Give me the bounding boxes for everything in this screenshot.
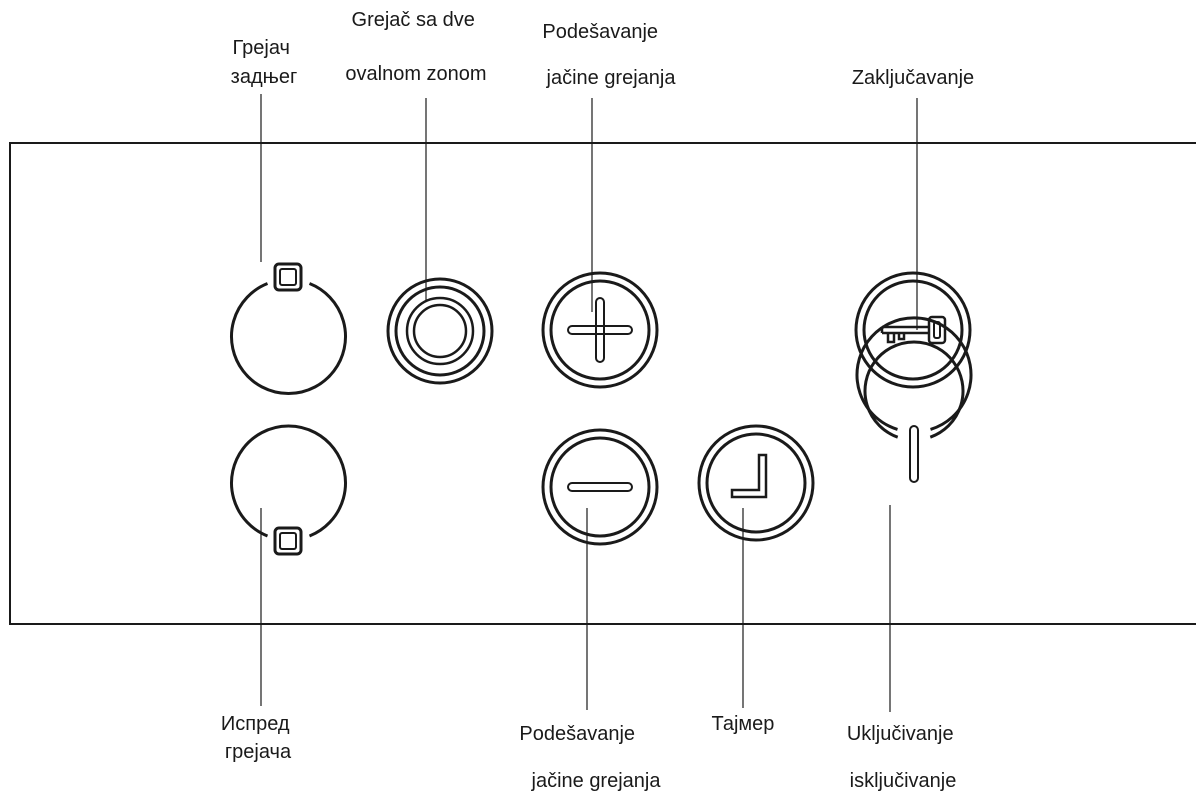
label-dual-zone-line1: Grejač sa dve bbox=[352, 9, 475, 31]
dual-zone-inner-ring-a bbox=[405, 296, 475, 366]
minus-bar bbox=[567, 482, 633, 492]
key-bow bbox=[927, 315, 947, 345]
rear-heater-square-outer bbox=[273, 262, 303, 292]
rear-heater-icon bbox=[230, 262, 347, 395]
label-front-heater: Испред грејача bbox=[221, 713, 295, 763]
timer-ring-inner bbox=[705, 432, 807, 534]
increase-button[interactable] bbox=[541, 271, 659, 389]
label-lock-line1: Zaključavanje bbox=[852, 67, 974, 89]
label-front-heater-line2: грејача bbox=[225, 741, 292, 763]
power-bar bbox=[909, 425, 919, 483]
panel-outline bbox=[9, 142, 1196, 625]
dual-zone-mid-ring bbox=[394, 285, 486, 377]
label-lock: Zaključavanje bbox=[852, 67, 974, 89]
label-power-line2: isključivanje bbox=[850, 770, 957, 792]
label-power: Uključivanje isključivanje bbox=[847, 723, 959, 792]
label-rear-heater-line2: задњег bbox=[231, 66, 298, 88]
label-rear-heater: Грејач задњег bbox=[231, 37, 298, 88]
label-dual-zone: Grejač sa dve ovalnom zonom bbox=[345, 9, 486, 85]
minus-ring-inner bbox=[549, 436, 651, 538]
timer-button[interactable] bbox=[697, 424, 815, 542]
plus-ring-inner bbox=[549, 279, 651, 381]
dual-zone-control[interactable] bbox=[386, 277, 494, 385]
label-increase-line2: jačine grejanja bbox=[546, 67, 677, 89]
front-heater-control[interactable] bbox=[230, 424, 347, 556]
front-heater-square-outer bbox=[273, 526, 303, 556]
power-ring-inner bbox=[863, 340, 965, 439]
plus-bar-horizontal bbox=[567, 325, 633, 335]
plus-icon bbox=[541, 271, 659, 389]
dual-zone-icon bbox=[386, 277, 494, 385]
dual-zone-inner-ring-b bbox=[412, 303, 468, 359]
dual-zone-outer-ring bbox=[386, 277, 494, 385]
rear-heater-square-inner bbox=[279, 268, 297, 286]
front-heater-square-inner bbox=[279, 532, 297, 550]
label-decrease-line2: jačine grejanja bbox=[531, 770, 662, 792]
key-icon bbox=[854, 271, 972, 389]
label-decrease-line1: Podešavanje bbox=[519, 723, 635, 745]
plus-bar-vertical bbox=[595, 297, 605, 363]
leader-lines bbox=[260, 94, 918, 712]
power-ring-outer bbox=[855, 316, 973, 431]
plus-ring-outer bbox=[541, 271, 659, 389]
minus-icon bbox=[541, 428, 659, 546]
power-icon bbox=[855, 316, 973, 483]
rear-heater-ring bbox=[230, 282, 347, 395]
label-decrease: Podešavanje jačine grejanja bbox=[519, 723, 661, 792]
key-shape bbox=[880, 325, 929, 344]
label-front-heater-line1: Испред bbox=[221, 713, 290, 735]
clock-icon bbox=[697, 424, 815, 542]
label-timer: Тајмер bbox=[712, 713, 775, 735]
clock-hands bbox=[730, 453, 768, 499]
label-dual-zone-line2: ovalnom zonom bbox=[345, 63, 486, 85]
label-timer-line1: Тајмер bbox=[712, 713, 775, 735]
front-heater-ring bbox=[230, 424, 347, 538]
key-ring-inner bbox=[862, 279, 964, 381]
decrease-button[interactable] bbox=[541, 428, 659, 546]
front-heater-icon bbox=[230, 424, 347, 556]
rear-heater-control[interactable] bbox=[230, 262, 347, 395]
label-rear-heater-line1: Грејач bbox=[232, 37, 290, 59]
label-power-line1: Uključivanje bbox=[847, 723, 954, 745]
lock-button[interactable] bbox=[854, 271, 972, 389]
label-increase-line1: Podešavanje bbox=[542, 21, 658, 43]
label-increase: Podešavanje jačine grejanja bbox=[542, 21, 676, 89]
minus-ring-outer bbox=[541, 428, 659, 546]
timer-ring-outer bbox=[697, 424, 815, 542]
key-ring-outer bbox=[854, 271, 972, 389]
power-button[interactable] bbox=[855, 316, 973, 483]
